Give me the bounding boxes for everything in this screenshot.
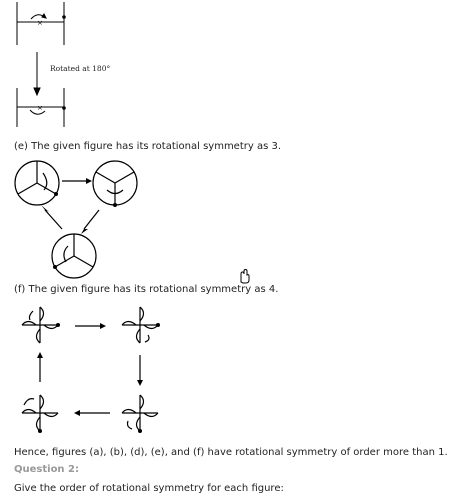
lower-center-mark: × — [37, 104, 43, 112]
rotation-down-arrowhead — [33, 87, 41, 97]
conclusion-text: Hence, figures (a), (b), (d), (e), and (… — [14, 447, 448, 458]
section-e-text: (e) The given figure has its rotational … — [14, 141, 282, 152]
arrow-up-left — [44, 209, 63, 230]
upper-bar-dot — [62, 15, 66, 19]
pinwheel-bottom-right — [121, 394, 159, 432]
pinwheel-top-left — [21, 306, 59, 344]
circle-top-right-arc — [106, 189, 124, 195]
lower-bar-dot — [62, 106, 66, 110]
upper-rotation-arrowhead — [41, 13, 47, 19]
upper-center-mark: × — [37, 19, 43, 27]
pinwheel-bottom-left — [21, 394, 59, 432]
lower-rotation-arc — [29, 109, 46, 115]
arrow-down-left — [83, 209, 100, 230]
circle-bottom-arc — [63, 245, 69, 263]
rotation-label: Rotated at 180° — [50, 64, 111, 73]
circle-top-left-arc — [42, 172, 48, 191]
section-f-text: (f) The given figure has its rotational … — [14, 284, 279, 295]
question-heading: Question 2: — [14, 464, 79, 475]
question-prompt: Give the order of rotational symmetry fo… — [14, 483, 284, 494]
hand-pointer-icon — [236, 268, 252, 288]
pinwheel-top-right — [121, 306, 159, 344]
